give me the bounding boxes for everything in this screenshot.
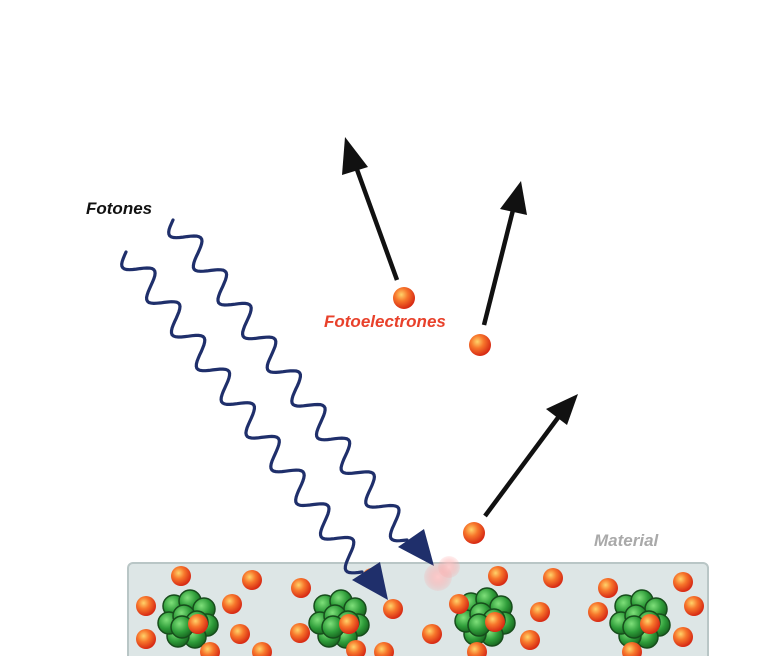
material-electron	[520, 630, 540, 650]
material-electron	[346, 640, 366, 656]
photon-arrowhead-1	[352, 562, 388, 600]
photoelectron-2	[469, 334, 491, 356]
impact-glow-small	[438, 556, 460, 578]
photoelectron-1	[393, 287, 415, 309]
material-electron	[136, 629, 156, 649]
emission-arrow-3	[483, 394, 578, 518]
material-label: Material	[594, 531, 659, 550]
nucleus-electron	[339, 614, 359, 634]
photoelectrons-label: Fotoelectrones	[324, 312, 446, 331]
material-electron	[200, 642, 220, 656]
material-electron	[136, 596, 156, 616]
material-electron	[467, 642, 487, 656]
material-electron-group	[136, 566, 704, 656]
material-electron	[684, 596, 704, 616]
material-electron	[290, 623, 310, 643]
material-electron	[598, 578, 618, 598]
nucleus-icon	[308, 589, 370, 649]
material-electron	[291, 578, 311, 598]
nucleus-electron	[188, 614, 208, 634]
material-electron	[383, 599, 403, 619]
material-electron	[222, 594, 242, 614]
emission-arrow-1	[342, 137, 400, 281]
emission-arrow-2	[481, 181, 527, 326]
photoelectron-3	[463, 522, 485, 544]
nucleus-group	[157, 587, 671, 649]
material-slab	[127, 562, 709, 656]
nucleus-icon	[157, 589, 219, 649]
material-electron	[449, 594, 469, 614]
photon-arrowhead-2	[398, 529, 434, 566]
nucleus-icon	[454, 587, 516, 647]
material-electron	[252, 642, 272, 656]
material-electron	[374, 642, 394, 656]
nucleus-icon	[609, 589, 671, 649]
material-electron	[422, 624, 442, 644]
material-electron	[673, 572, 693, 592]
material-electron	[622, 642, 642, 656]
nucleus-electron	[640, 614, 660, 634]
material-electron	[543, 568, 563, 588]
material-electron	[673, 627, 693, 647]
material-electron	[588, 602, 608, 622]
material-electron	[488, 566, 508, 586]
photons-label: Fotones	[86, 199, 153, 218]
material-electron	[171, 566, 191, 586]
material-electron	[242, 570, 262, 590]
photon-wave-1	[120, 250, 364, 575]
photon-wave-2	[167, 218, 409, 543]
material-electron	[530, 602, 550, 622]
material-electron	[230, 624, 250, 644]
nucleus-electron	[485, 612, 505, 632]
